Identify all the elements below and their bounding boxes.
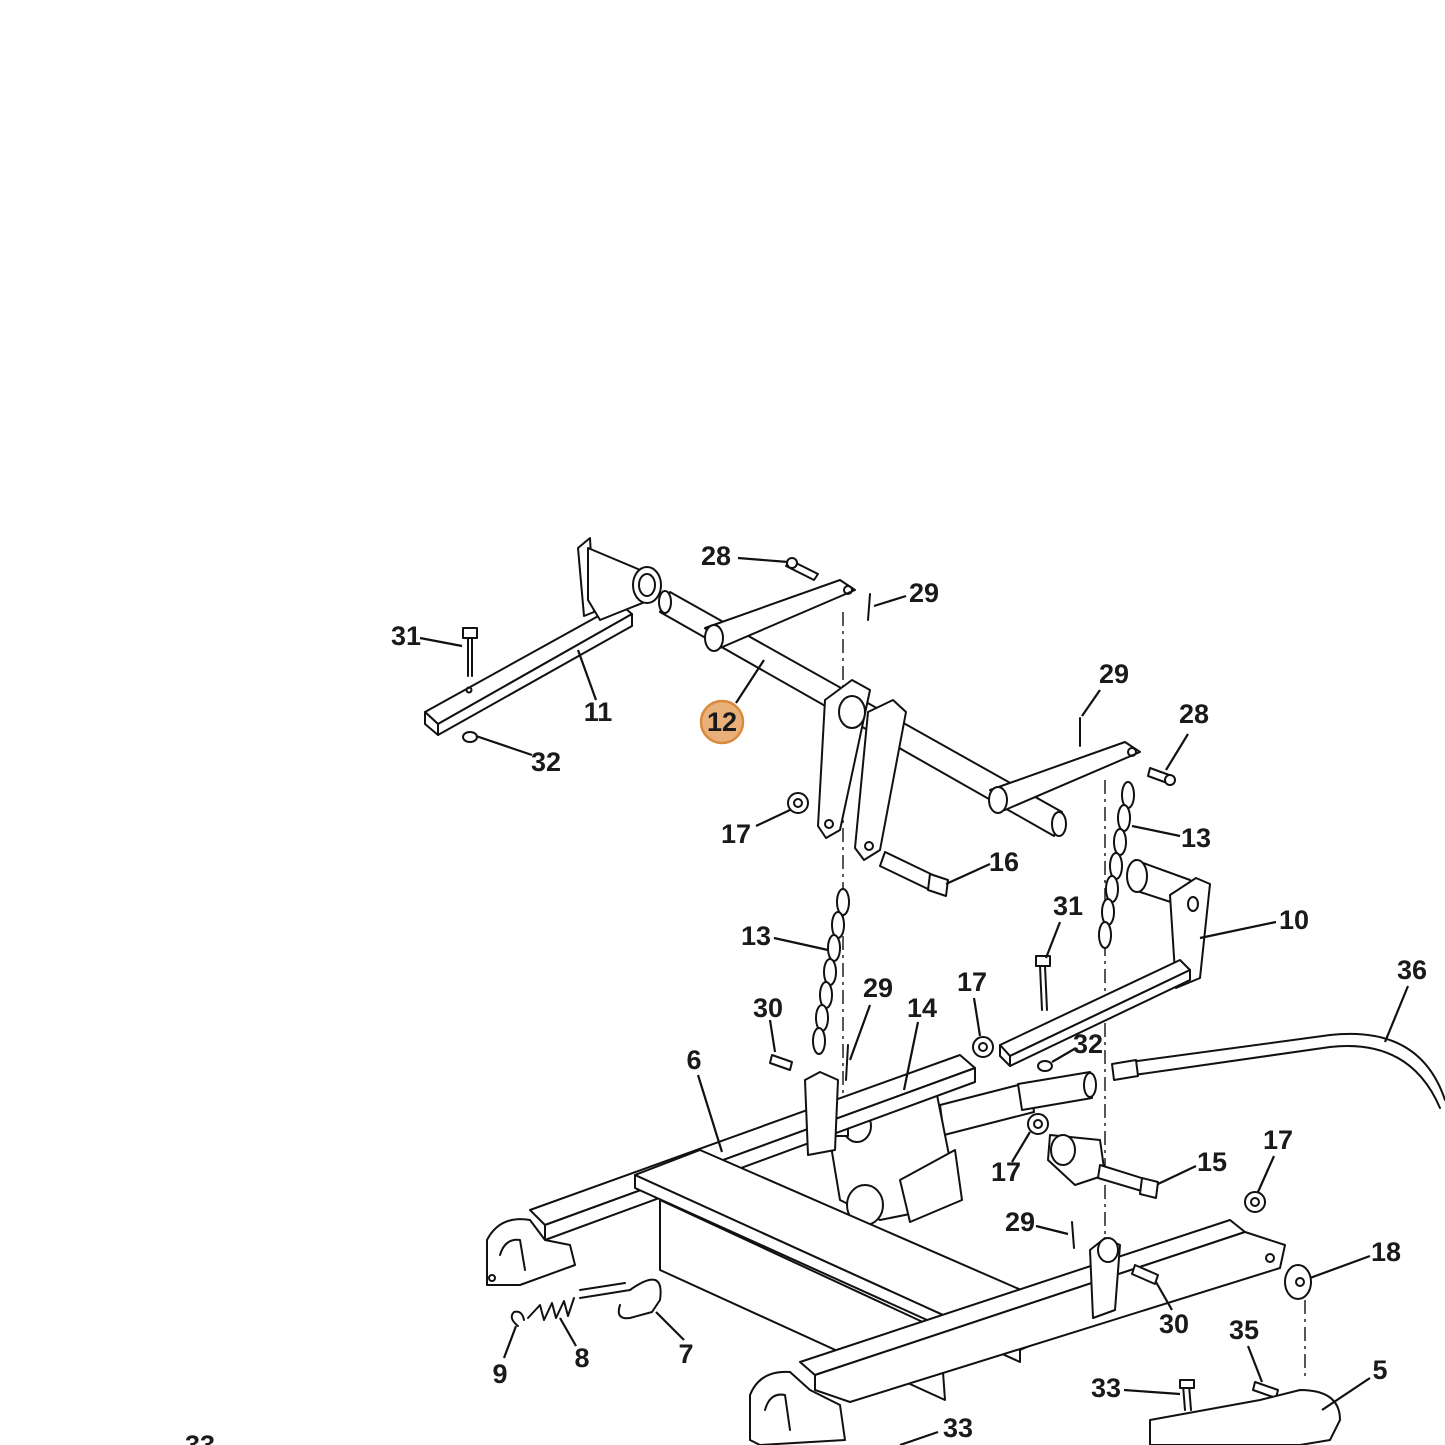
callout-16[interactable]: 16 <box>989 847 1019 877</box>
hardware-bottom <box>510 1036 1341 1445</box>
callout-17-mid[interactable]: 17 <box>957 967 987 997</box>
hardware-top <box>462 557 1176 897</box>
callout-29-right[interactable]: 29 <box>1099 659 1129 689</box>
chain-13-right <box>1098 781 1135 949</box>
callout-5[interactable]: 5 <box>1372 1355 1387 1385</box>
callout-highlight-circle <box>699 699 745 745</box>
callout-33-right[interactable]: 33 <box>1091 1373 1121 1403</box>
callout-13-left[interactable]: 13 <box>741 921 771 951</box>
callout-8[interactable]: 8 <box>574 1343 589 1373</box>
callout-33-left-edge[interactable]: 33 <box>185 1430 215 1445</box>
callout-31-right[interactable]: 31 <box>1053 891 1083 921</box>
part-36-cable <box>1111 1032 1445 1109</box>
chain-13-left <box>812 888 850 1055</box>
callout-9[interactable]: 9 <box>492 1359 507 1389</box>
part-10-right-arm <box>999 859 1211 1072</box>
callout-29-top[interactable]: 29 <box>909 578 939 608</box>
callout-30-left[interactable]: 30 <box>753 993 783 1023</box>
callout-13-right[interactable]: 13 <box>1181 823 1211 853</box>
callout-28-right[interactable]: 28 <box>1179 699 1209 729</box>
callout-35[interactable]: 35 <box>1229 1315 1259 1345</box>
part-6-frame <box>486 1054 1286 1445</box>
part-11-left-arm <box>424 537 662 736</box>
callout-32-left[interactable]: 32 <box>531 747 561 777</box>
callout-17-lower[interactable]: 17 <box>991 1157 1021 1187</box>
callout-30-lower[interactable]: 30 <box>1159 1309 1189 1339</box>
part-12-main-shaft <box>658 579 1141 861</box>
callout-12-highlighted[interactable]: 12 <box>699 699 745 745</box>
callout-29-mid[interactable]: 29 <box>863 973 893 1003</box>
callout-32-right[interactable]: 32 <box>1073 1029 1103 1059</box>
callout-31-left[interactable]: 31 <box>391 621 421 651</box>
callout-7[interactable]: 7 <box>678 1339 693 1369</box>
callout-10[interactable]: 10 <box>1279 905 1309 935</box>
callout-17-top[interactable]: 17 <box>721 819 751 849</box>
callouts: 12 28 29 31 11 32 29 28 17 13 16 31 10 1… <box>185 541 1427 1445</box>
callout-17-right[interactable]: 17 <box>1263 1125 1293 1155</box>
callout-29-lower[interactable]: 29 <box>1005 1207 1035 1237</box>
callout-11[interactable]: 11 <box>584 697 613 727</box>
callout-label: 12 <box>707 707 737 737</box>
callout-15[interactable]: 15 <box>1197 1147 1227 1177</box>
callout-14[interactable]: 14 <box>907 993 937 1023</box>
leader-lines <box>419 556 1410 1445</box>
callout-6[interactable]: 6 <box>686 1045 701 1075</box>
callout-28-top[interactable]: 28 <box>701 541 731 571</box>
callout-36[interactable]: 36 <box>1397 955 1427 985</box>
callout-33-bottom[interactable]: 33 <box>943 1413 973 1443</box>
callout-18[interactable]: 18 <box>1371 1237 1401 1267</box>
